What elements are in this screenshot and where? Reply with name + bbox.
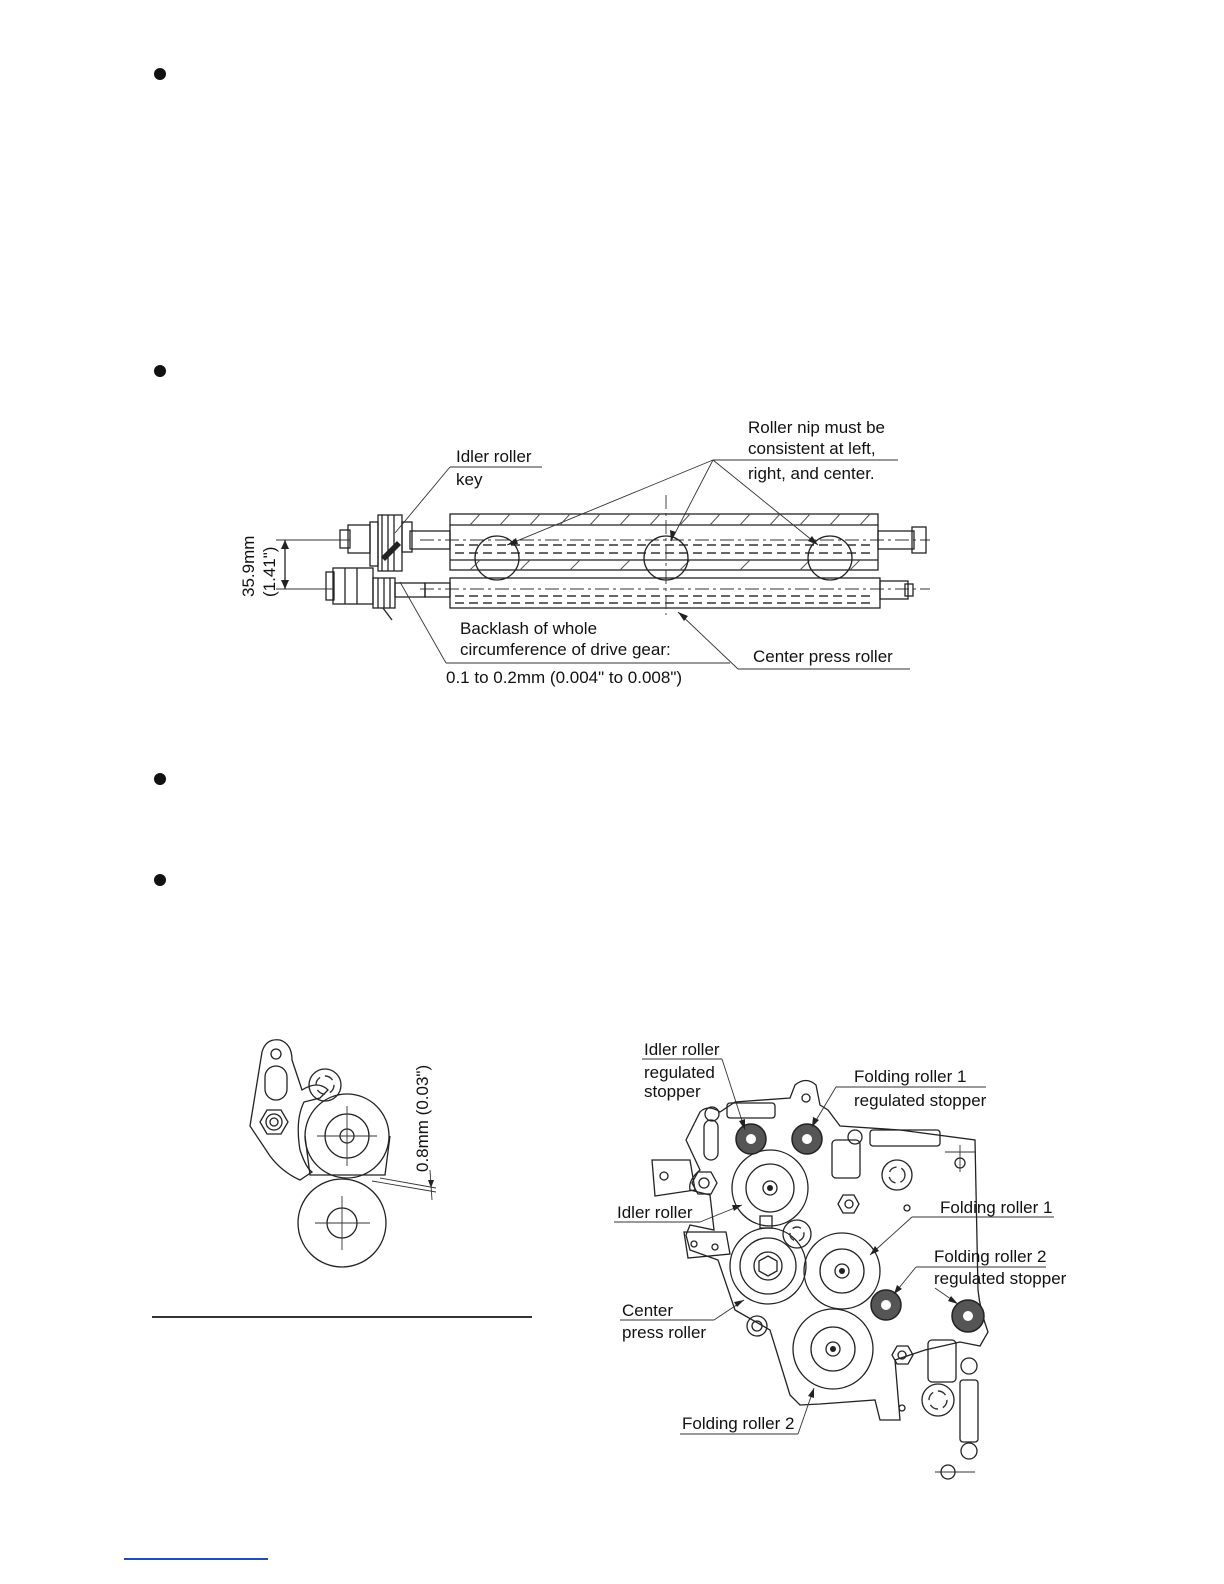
- bullet-1: [154, 68, 166, 80]
- distance-dimension: [276, 539, 350, 590]
- left-section-rule: [152, 1316, 532, 1318]
- backlash-label-3: 0.1 to 0.2mm (0.004" to 0.008"): [446, 668, 682, 687]
- bullet-2: [154, 365, 166, 377]
- drive-gear-drawing: [325, 514, 426, 621]
- roller-nip-label-3: right, and center.: [748, 464, 875, 483]
- folding-roller-1-label: Folding roller 1: [940, 1198, 1052, 1217]
- folding-roller-assembly-diagram: Idler roller regulated stopper Folding r…: [614, 1040, 1067, 1480]
- folding-roller-2-stopper-label-2: regulated stopper: [934, 1269, 1067, 1288]
- idler-roller-key-label-2: key: [456, 470, 483, 489]
- roller-nip-label-2: consistent at left,: [748, 439, 876, 458]
- idler-roller-drawing: [409, 513, 930, 571]
- roller-assembly-diagram: 35.9mm (1.41") Idler roller key Roller n…: [239, 418, 930, 687]
- idler-stopper-label-1: Idler roller: [644, 1040, 720, 1059]
- folding-roller-1-stopper-label-2: regulated stopper: [854, 1091, 987, 1110]
- folding-roller-2-stopper-label-1: Folding roller 2: [934, 1247, 1046, 1266]
- bullet-3: [154, 773, 166, 785]
- gap-label: 0.8mm (0.03"): [413, 1065, 432, 1172]
- distance-mm-label: 35.9mm: [239, 536, 258, 597]
- nip-circles: [474, 495, 853, 615]
- idler-roller-label: Idler roller: [617, 1203, 693, 1222]
- idler-roller-key-label-1: Idler roller: [456, 447, 532, 466]
- gap-detail-diagram: 0.8mm (0.03"): [249, 1039, 437, 1268]
- distance-in-label: (1.41"): [260, 547, 279, 597]
- center-press-roller-label: Center press roller: [753, 647, 893, 666]
- backlash-label-1: Backlash of whole: [460, 619, 597, 638]
- center-press-roller-label-2: press roller: [622, 1323, 706, 1342]
- center-press-roller-label-1: Center: [622, 1301, 673, 1320]
- roller-nip-label-1: Roller nip must be: [748, 418, 885, 437]
- bullet-4: [154, 874, 166, 886]
- folding-roller-1-stopper-label-1: Folding roller 1: [854, 1067, 966, 1086]
- folding-roller-2-label: Folding roller 2: [682, 1414, 794, 1433]
- idler-stopper-label-3: stopper: [644, 1082, 701, 1101]
- backlash-label-2: circumference of drive gear:: [460, 640, 671, 659]
- center-press-roller-drawing: [420, 577, 930, 609]
- idler-stopper-label-2: regulated: [644, 1063, 715, 1082]
- footer-link-rule: [124, 1558, 268, 1560]
